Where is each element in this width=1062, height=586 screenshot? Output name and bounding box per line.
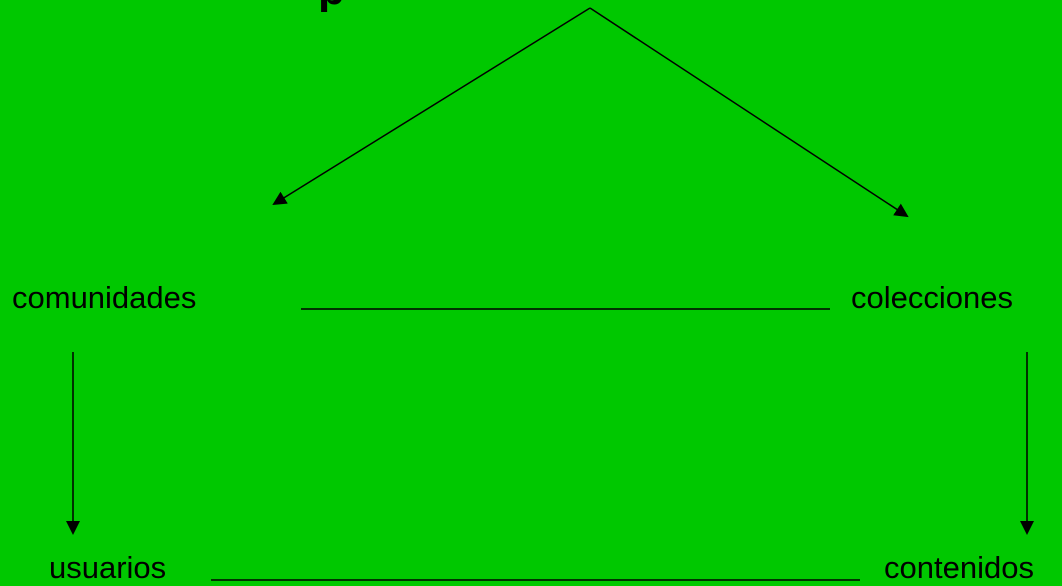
arrow-root-to-colecciones [589,7,909,218]
node-colecciones: colecciones [851,280,1013,315]
clipped-title: p [318,0,362,12]
node-usuarios: usuarios [49,550,167,585]
arrow-root-to-comunidades [272,7,591,206]
node-comunidades: comunidades [12,280,197,315]
clipped-title-text: p [318,0,345,12]
node-contenidos: contenidos [884,550,1034,585]
